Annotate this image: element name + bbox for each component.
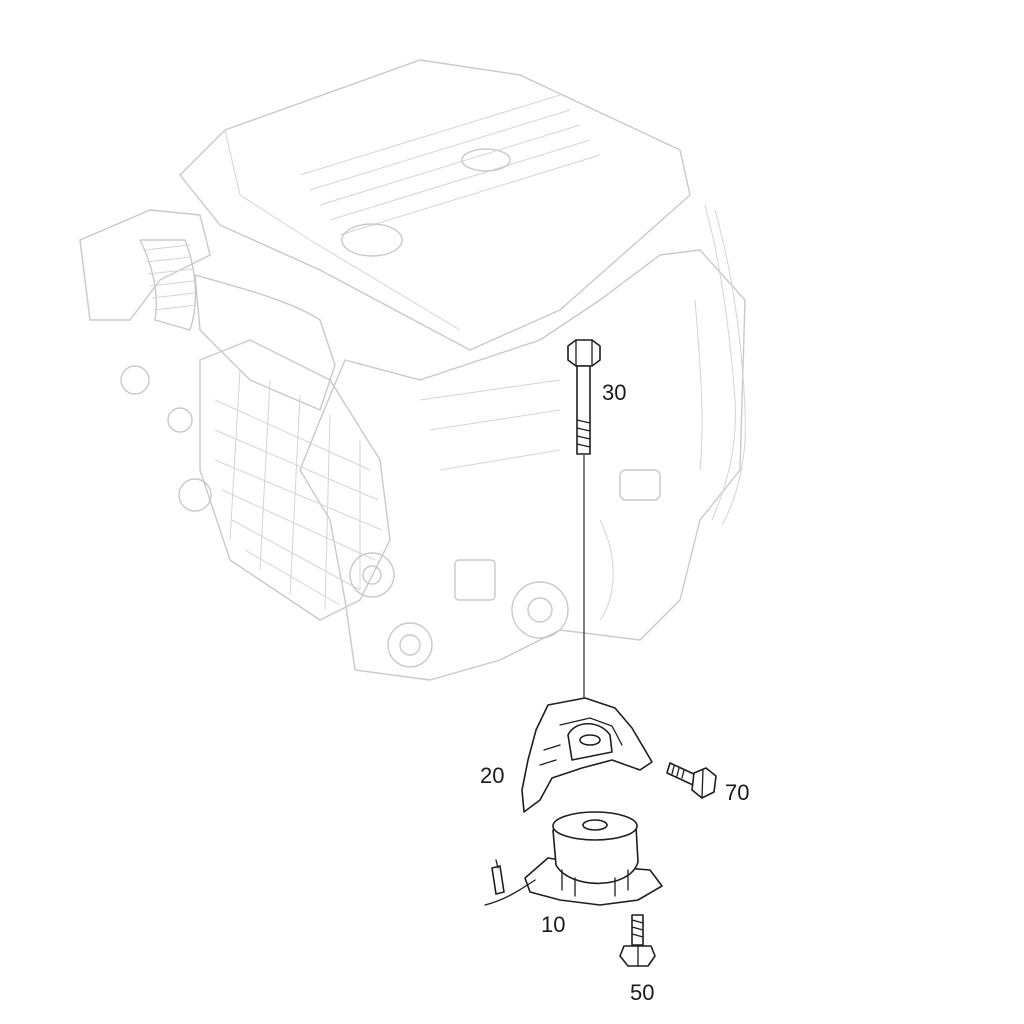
part-50-bolt <box>619 914 656 967</box>
engine-ghost <box>79 59 746 681</box>
part-20-heat-shield <box>521 697 653 813</box>
callout-30: 30 <box>602 380 627 405</box>
part-10-engine-mount <box>484 811 663 906</box>
engine-block <box>299 249 746 681</box>
callout-50: 50 <box>630 980 655 1005</box>
part-70-bolt <box>666 762 717 799</box>
callout-10: 10 <box>541 912 566 937</box>
part-30-bolt <box>567 339 601 455</box>
timing-cover <box>199 339 391 621</box>
engine-cover <box>179 59 691 351</box>
callout-20: 20 <box>480 763 505 788</box>
air-intake-duct <box>79 209 211 321</box>
callout-70: 70 <box>725 780 750 805</box>
